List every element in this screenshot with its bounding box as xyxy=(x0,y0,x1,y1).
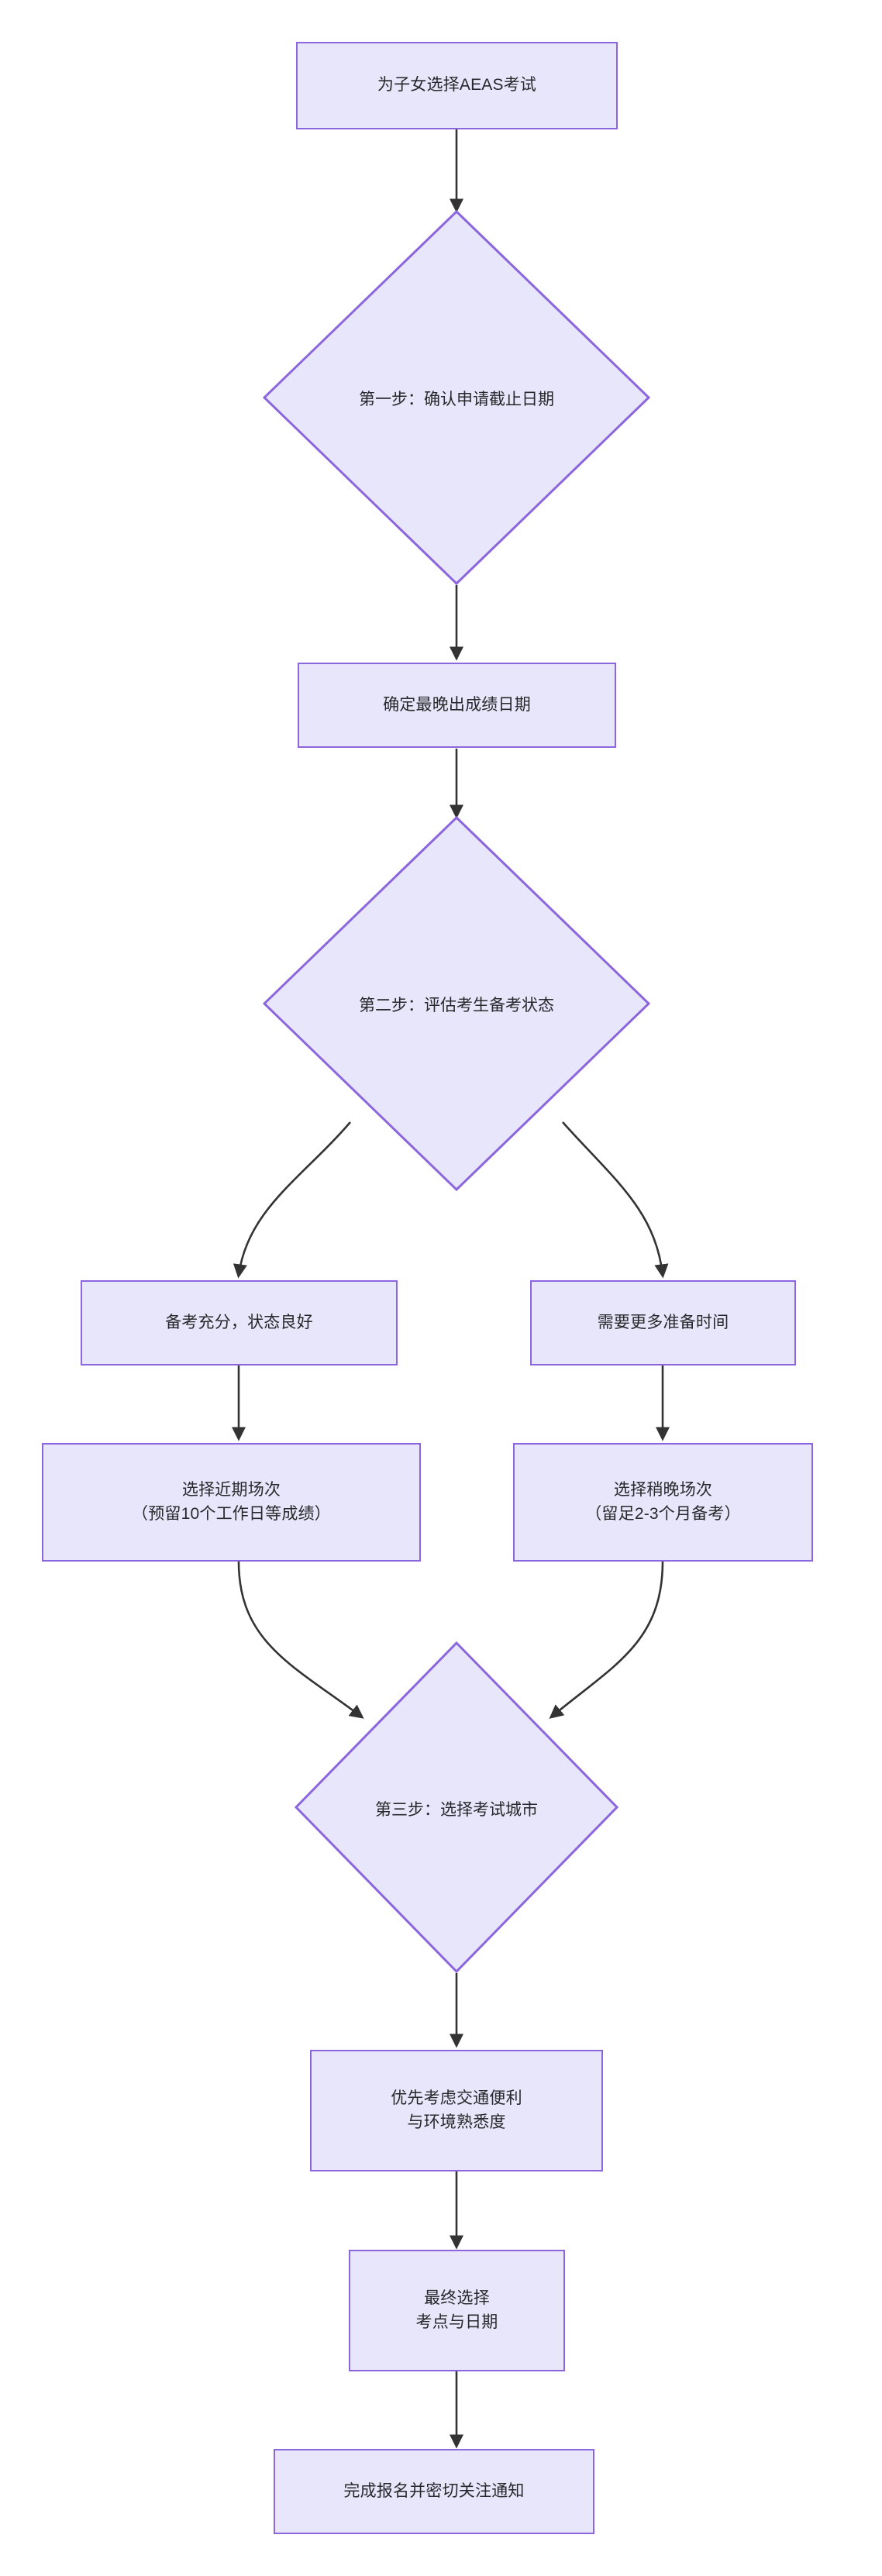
node-step2-label: 第二步：评估考生备考状态 xyxy=(359,997,554,1014)
node-late-session[interactable]: 选择稍晚场次 （留足2-3个月备考） xyxy=(513,1443,813,1562)
node-step1-label: 第一步：确认申请截止日期 xyxy=(359,391,554,408)
node-complete-label: 完成报名并密切关注通知 xyxy=(343,2481,525,2500)
node-start-label: 为子女选择AEAS考试 xyxy=(377,76,537,95)
node-ready-label: 备考充分，状态良好 xyxy=(165,1313,313,1331)
step3-diamond-shape xyxy=(295,1641,618,1973)
node-late-session-label: 选择稍晚场次 （留足2-3个月备考） xyxy=(585,1481,741,1523)
node-final-choice[interactable]: 最终选择 考点与日期 xyxy=(349,2250,565,2371)
node-early-session-label: 选择近期场次 （预留10个工作日等成绩） xyxy=(132,1481,331,1523)
node-deadline-label: 确定最晚出成绩日期 xyxy=(383,695,531,714)
node-deadline[interactable]: 确定最晚出成绩日期 xyxy=(298,663,616,748)
node-priority[interactable]: 优先考虑交通便利 与环境熟悉度 xyxy=(310,2050,603,2171)
node-complete[interactable]: 完成报名并密切关注通知 xyxy=(274,2449,594,2534)
node-step3-label: 第三步：选择考试城市 xyxy=(375,1801,538,1819)
node-ready[interactable]: 备考充分，状态良好 xyxy=(81,1280,398,1365)
node-early-session[interactable]: 选择近期场次 （预留10个工作日等成绩） xyxy=(42,1443,421,1562)
node-priority-label: 优先考虑交通便利 与环境熟悉度 xyxy=(391,2089,522,2131)
step2-diamond-shape xyxy=(263,816,650,1191)
node-need-time[interactable]: 需要更多准备时间 xyxy=(530,1280,796,1365)
node-step2[interactable]: 第二步：评估考生备考状态 xyxy=(263,816,650,1191)
node-step3[interactable]: 第三步：选择考试城市 xyxy=(295,1641,618,1973)
step1-diamond-shape xyxy=(263,210,650,585)
node-start[interactable]: 为子女选择AEAS考试 xyxy=(296,42,618,129)
node-step1[interactable]: 第一步：确认申请截止日期 xyxy=(263,210,650,585)
node-need-time-label: 需要更多准备时间 xyxy=(597,1313,729,1331)
node-final-choice-label: 最终选择 考点与日期 xyxy=(415,2289,498,2331)
